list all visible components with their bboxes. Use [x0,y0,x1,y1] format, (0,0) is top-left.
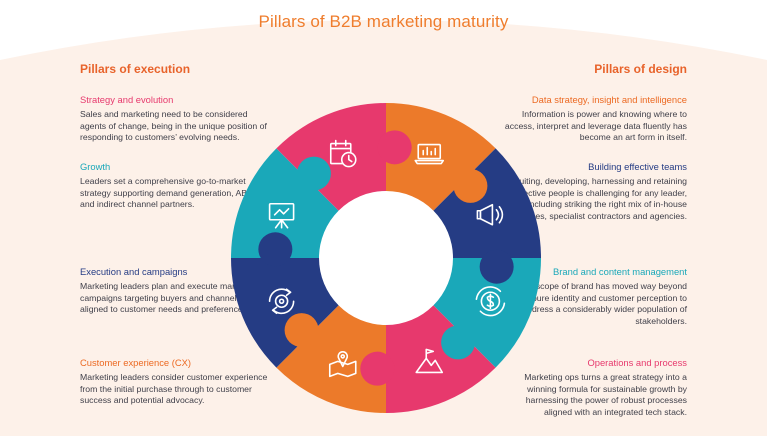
pillar-description: Recruiting, developing, harnessing and r… [501,176,687,221]
dollar-cycle-icon [475,286,506,317]
pillar-description: Marketing leaders consider customer expe… [80,372,268,406]
pillar-description: Information is power and knowing where t… [504,109,687,143]
target-cycle-icon [268,288,295,315]
ring-segment-operations-and-process [386,304,496,413]
pillar-title: Execution and campaigns [80,266,188,277]
pillar-title: Customer experience (CX) [80,357,191,368]
ring-knob-growth [296,156,331,191]
ring-knob-brand-and-content-management [441,325,476,360]
calendar-clock-icon [329,139,357,168]
mountain-flag-icon [415,348,444,374]
ring-knob-data-strategy-insight-and-intelligence [453,168,488,203]
ring-knob-execution-and-campaigns [258,232,293,267]
ring-segment-brand-and-content-management [432,258,541,368]
ring-icons [268,139,506,378]
ring-knob-operations-and-process [360,351,395,386]
ring-knob-building-effective-teams [479,249,514,284]
pillar-title: Operations and process [587,357,687,368]
pillar-title: Strategy and evolution [80,94,174,105]
pillar-brand-and-content: Brand and content management The scope o… [499,266,687,327]
execution-heading: Pillars of execution [80,62,191,76]
pillar-data-strategy: Data strategy, insight and intelligence … [499,94,687,144]
ring-knobs [258,130,514,386]
pillar-title: Brand and content management [553,266,687,277]
pillar-description: Marketing leaders plan and execute marke… [80,281,262,315]
page-title: Pillars of B2B marketing maturity [258,12,509,31]
pillar-execution-and-campaigns: Execution and campaigns Marketing leader… [80,266,268,316]
pillar-description: Sales and marketing need to be considere… [80,109,267,143]
ring-knob-customer-experience-cx [284,313,319,348]
pillar-title: Building effective teams [588,161,687,172]
ring-knob-strategy-and-evolution [377,130,412,165]
pillar-strategy-and-evolution: Strategy and evolution Sales and marketi… [80,94,268,144]
map-pin-icon [328,351,357,378]
pillar-description: Leaders set a comprehensive go-to-market… [80,176,255,210]
video-megaphone-icon [476,203,504,226]
pillar-title: Data strategy, insight and intelligence [531,94,687,105]
ring-segment-customer-experience-cx [276,304,386,413]
pillar-ring [231,103,541,413]
laptop-chart-icon [414,143,445,165]
pillar-building-effective-teams: Building effective teams Recruiting, dev… [499,161,687,222]
pillar-growth: Growth Leaders set a comprehensive go-to… [80,161,268,211]
pillar-operations-and-process: Operations and process Marketing ops tur… [499,357,687,418]
design-heading: Pillars of design [594,62,687,76]
pillar-customer-experience: Customer experience (CX) Marketing leade… [80,357,268,407]
ring-segment-building-effective-teams [432,148,541,258]
pillar-description: The scope of brand has moved way beyond … [518,281,687,326]
ring-center [319,191,453,325]
pillar-description: Marketing ops turns a great strategy int… [524,372,687,417]
presentation-board-icon [268,202,295,229]
pillar-title: Growth [80,161,111,172]
